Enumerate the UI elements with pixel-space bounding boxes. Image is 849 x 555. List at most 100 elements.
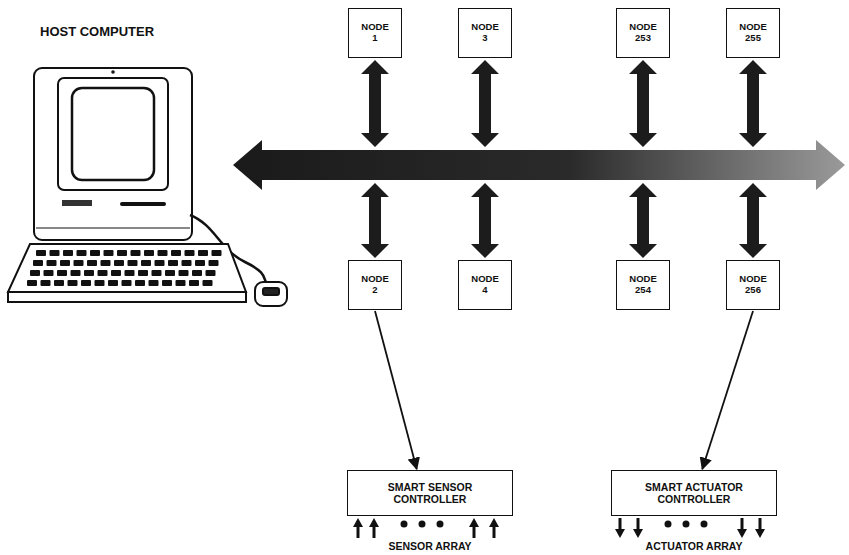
array-arrow-shaft <box>741 518 744 530</box>
keyboard-key <box>36 250 46 256</box>
keyboard-key <box>165 270 175 276</box>
keyboard-keys <box>27 250 222 286</box>
double-arrow <box>471 60 499 147</box>
keyboard-key <box>84 270 94 276</box>
node-label: NODE 3 <box>471 22 498 44</box>
keyboard-key <box>131 250 141 256</box>
keyboard-key <box>138 270 148 276</box>
double-arrow <box>361 60 389 147</box>
connector-arrow <box>375 311 417 469</box>
keyboard-key <box>117 250 127 256</box>
keyboard-key <box>71 270 81 276</box>
node-label: NODE 4 <box>471 274 498 296</box>
array-arrow-shaft <box>473 526 476 538</box>
keyboard-key <box>108 280 118 286</box>
double-arrow <box>629 183 657 258</box>
keyboard-key <box>171 250 181 256</box>
array-label: ACTUATOR ARRAY <box>646 540 743 552</box>
keyboard-key <box>33 260 43 266</box>
array-arrow-head <box>737 529 747 538</box>
keyboard-key <box>77 250 87 256</box>
node-box: NODE 4 <box>458 260 512 310</box>
keyboard-key <box>30 270 40 276</box>
keyboard-key <box>189 280 199 286</box>
array-arrow-shaft <box>759 518 762 530</box>
node-box: NODE 254 <box>616 260 670 310</box>
connector-arrow <box>702 311 753 469</box>
array-arrow-shaft <box>637 518 640 530</box>
node-label: NODE 1 <box>361 22 388 44</box>
array-arrow-shaft <box>493 526 496 538</box>
keyboard-key <box>198 250 208 256</box>
keyboard-key <box>182 260 192 266</box>
keyboard-key <box>63 250 73 256</box>
node-box: NODE 255 <box>726 8 780 58</box>
keyboard-key <box>212 250 222 256</box>
keyboard-key <box>203 280 213 286</box>
keyboard-key <box>41 280 51 286</box>
keyboard-key <box>192 270 202 276</box>
keyboard-key <box>179 270 189 276</box>
node-label: NODE 253 <box>629 22 656 44</box>
node-label: NODE 254 <box>629 274 656 296</box>
keyboard-key <box>155 260 165 266</box>
keyboard-key <box>68 280 78 286</box>
keyboard-key <box>98 270 108 276</box>
array-arrow-head <box>369 518 379 527</box>
node-box: NODE 253 <box>616 8 670 58</box>
node-box: NODE 2 <box>348 260 402 310</box>
keyboard-key <box>162 280 172 286</box>
node-bus-arrows <box>361 60 767 258</box>
keyboard-key <box>141 260 151 266</box>
array-arrow-head <box>633 529 643 538</box>
keyboard-key <box>128 260 138 266</box>
keyboard-key <box>27 280 37 286</box>
node-box: NODE 256 <box>726 260 780 310</box>
controller-box: SMART SENSOR CONTROLLER <box>347 470 513 516</box>
io-array-arrows <box>353 518 765 538</box>
array-arrow-shaft <box>373 526 376 538</box>
keyboard-key <box>60 260 70 266</box>
array-arrow-head <box>489 518 499 527</box>
node-label: NODE 2 <box>361 274 388 296</box>
keyboard-key <box>47 260 57 266</box>
keyboard-key <box>206 270 216 276</box>
keyboard-key <box>125 270 135 276</box>
array-arrow-shaft <box>619 518 622 530</box>
host-label: HOST COMPUTER <box>40 24 154 39</box>
network-bus <box>233 140 845 190</box>
keyboard-key <box>57 270 67 276</box>
host-computer-illustration <box>8 68 287 306</box>
keyboard-key <box>158 250 168 256</box>
keyboard-key <box>111 270 121 276</box>
keyboard-key <box>95 280 105 286</box>
keyboard-key <box>101 260 111 266</box>
keyboard-key <box>54 280 64 286</box>
keyboard-key <box>44 270 54 276</box>
keyboard-key <box>90 250 100 256</box>
keyboard-key <box>176 280 186 286</box>
keyboard-key <box>144 250 154 256</box>
node-box: NODE 1 <box>348 8 402 58</box>
array-arrow-head <box>353 518 363 527</box>
keyboard-key <box>149 280 159 286</box>
array-arrow-head <box>615 529 625 538</box>
keyboard-key <box>114 260 124 266</box>
keyboard-key <box>135 280 145 286</box>
double-arrow <box>739 183 767 258</box>
keyboard-key <box>81 280 91 286</box>
double-arrow <box>629 60 657 147</box>
keyboard-key <box>50 250 60 256</box>
controller-box: SMART ACTUATOR CONTROLLER <box>611 470 777 516</box>
keyboard-key <box>152 270 162 276</box>
keyboard-key <box>104 250 114 256</box>
keyboard-key <box>168 260 178 266</box>
node-label: NODE 255 <box>739 22 766 44</box>
array-arrow-head <box>755 529 765 538</box>
array-arrow-head <box>469 518 479 527</box>
double-arrow <box>471 183 499 258</box>
node-label: NODE 256 <box>739 274 766 296</box>
node-box: NODE 3 <box>458 8 512 58</box>
controller-label: SMART ACTUATOR CONTROLLER <box>639 481 749 505</box>
